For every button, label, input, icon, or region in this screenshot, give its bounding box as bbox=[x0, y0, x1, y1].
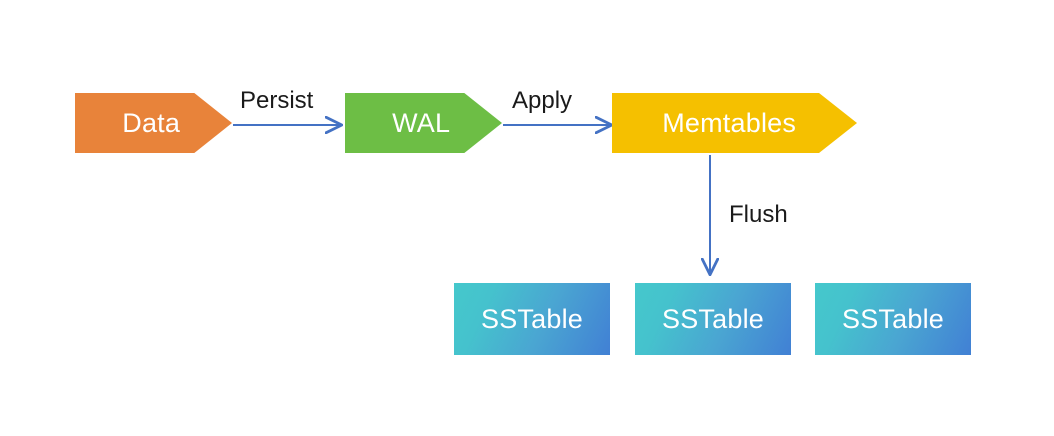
node-wal-label: WAL bbox=[392, 107, 451, 138]
node-data[interactable]: Data bbox=[75, 93, 232, 153]
node-sstable-3[interactable]: SSTable bbox=[815, 283, 971, 355]
node-sstable-2-label: SSTable bbox=[662, 303, 764, 334]
edge-label-flush: Flush bbox=[729, 201, 788, 228]
edge-label-apply: Apply bbox=[512, 87, 573, 114]
node-wal[interactable]: WAL bbox=[345, 93, 502, 153]
edge-label-persist: Persist bbox=[240, 87, 314, 114]
node-data-label: Data bbox=[122, 107, 181, 138]
node-sstable-1[interactable]: SSTable bbox=[454, 283, 610, 355]
node-sstable-3-label: SSTable bbox=[842, 303, 944, 334]
node-memtables[interactable]: Memtables bbox=[612, 93, 857, 153]
node-sstable-1-label: SSTable bbox=[481, 303, 583, 334]
node-sstable-2[interactable]: SSTable bbox=[635, 283, 791, 355]
node-memtables-label: Memtables bbox=[662, 107, 797, 138]
